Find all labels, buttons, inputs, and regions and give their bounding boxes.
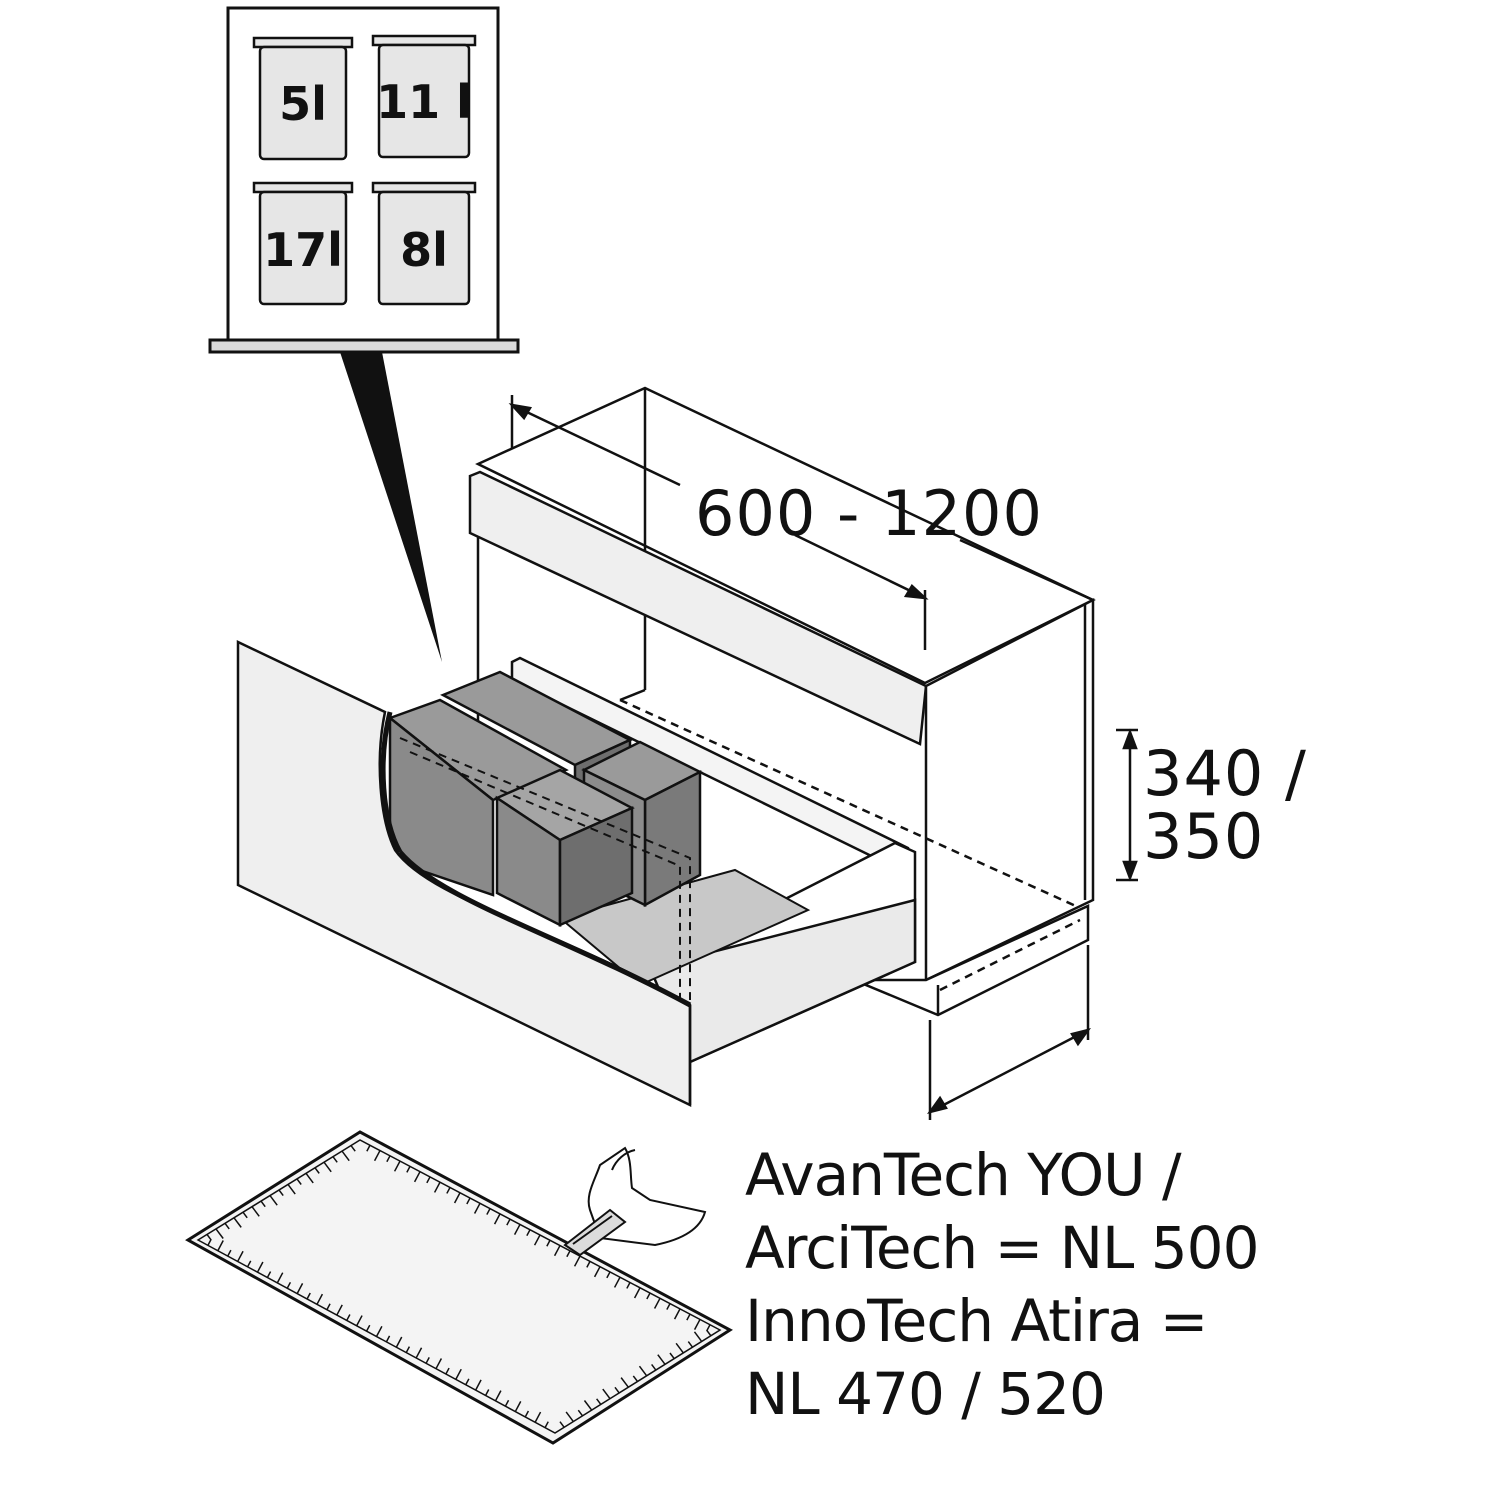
drawer-bins	[387, 670, 703, 1000]
spec-line-1: AvanTech YOU /	[745, 1141, 1182, 1209]
width-dimension: 600 - 1200	[695, 477, 1043, 550]
cutter-hand-icon	[563, 1146, 707, 1257]
drawer-front	[236, 640, 692, 1107]
dimension-lines	[508, 395, 1138, 1120]
spec-line-2: ArciTech = NL 500	[745, 1214, 1258, 1282]
height-dimension-line1: 340 /	[1143, 737, 1307, 810]
inset-bin: 5l	[252, 36, 354, 161]
spec-line-4: NL 470 / 520	[745, 1360, 1105, 1428]
bin-label: 17l	[263, 223, 343, 277]
inset-bin: 11 l	[371, 34, 477, 159]
inset-bin: 8l	[371, 181, 477, 306]
inset-pointer	[340, 352, 442, 662]
inset-panel: 5l 11 l 17l 8l	[208, 6, 520, 662]
height-dimension-line2: 350	[1143, 800, 1264, 873]
cutter-knife-icon	[563, 1208, 627, 1257]
inset-bin: 17l	[252, 181, 354, 306]
cabinet-side-panel	[924, 597, 1095, 982]
drawer-side-rail	[510, 656, 917, 1064]
cabinet-front-rail	[468, 470, 928, 746]
spec-line-3: InnoTech Atira =	[745, 1287, 1207, 1355]
bin-label: 5l	[279, 77, 327, 131]
bin-label: 8l	[400, 223, 448, 277]
drawer-mat	[185, 1130, 733, 1445]
bin-label: 11 l	[376, 75, 472, 129]
